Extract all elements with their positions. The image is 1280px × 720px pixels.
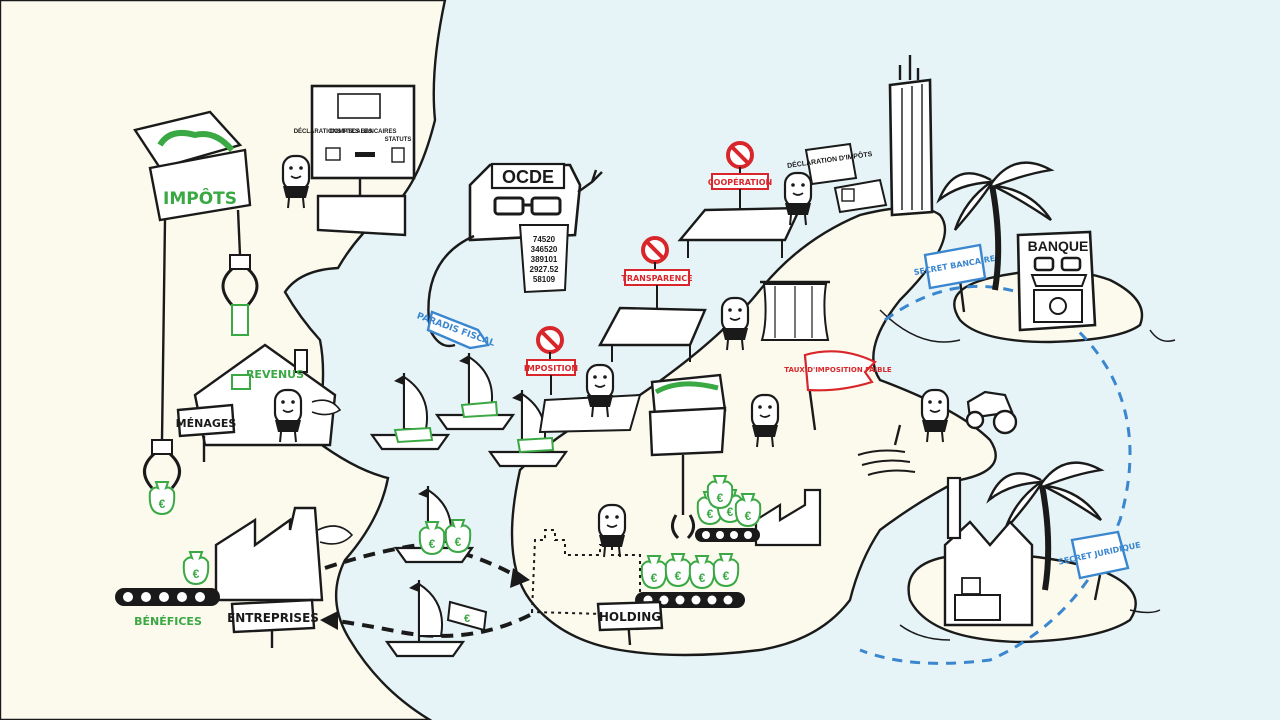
conveyor-belt-icon [115, 588, 220, 606]
factory-icon [754, 488, 822, 547]
scroll-line: 58109 [533, 275, 556, 284]
claw-icon [143, 439, 181, 515]
holding-label: HOLDING [599, 610, 661, 624]
legal-secrecy-sign: SECRET JURIDIQUE [1057, 530, 1141, 601]
taxation-sign: IMPOSITION [524, 326, 578, 395]
companies-sign: ENTREPRISES [227, 598, 319, 648]
profit-route-dashed [324, 542, 521, 580]
taxes-chest: IMPÔTS [133, 110, 252, 222]
return-route-dashed [329, 613, 531, 638]
companies-label: ENTREPRISES [227, 611, 319, 625]
svg-text:€: € [464, 613, 470, 625]
scroll-line: 389101 [531, 255, 558, 264]
scroll-line: 346520 [531, 245, 558, 254]
low-tax-rate-flag: TAUX D'IMPOSITION FAIBLE [784, 350, 892, 431]
cooperation-label: COOPÉRATION [708, 176, 772, 187]
oecd-label: OCDE [502, 167, 554, 187]
low-tax-rate-label: TAUX D'IMPOSITION FAIBLE [784, 366, 892, 374]
statutes-label: STATUTS [385, 137, 412, 143]
factory-icon [943, 476, 1034, 627]
sandcastle-icon [530, 529, 641, 617]
arrow-head-icon [510, 568, 530, 588]
scroll-line: 74520 [533, 235, 556, 244]
conveyor-belt-icon [695, 528, 760, 542]
profits-label: BÉNÉFICES [134, 615, 202, 628]
transparency-label: TRANSPARENCE [621, 274, 692, 283]
bank-accounts-label: COMPTES BANCAIRES [329, 129, 396, 135]
tractor-icon [965, 390, 1018, 435]
holding-sign: HOLDING [596, 600, 664, 646]
claw-cable [160, 219, 167, 441]
wave-line [899, 624, 951, 641]
households-label: MÉNAGES [176, 417, 237, 430]
bank-secrecy-sign: SECRET BANCAIRE [913, 243, 996, 313]
id-card-icon [833, 178, 888, 214]
bank-label: BANQUE [1028, 238, 1089, 254]
wave-line [1129, 609, 1161, 614]
wave-line [1149, 329, 1176, 342]
bank-safe-icon: BANQUE [1016, 230, 1097, 332]
income-label: REVENUS [246, 368, 304, 381]
scroll-line: 2927.52 [530, 265, 559, 274]
taxes-label: IMPÔTS [163, 187, 237, 209]
field-rows [857, 449, 916, 476]
euro-banner: € [446, 600, 488, 632]
shovel-icon [893, 424, 902, 446]
taxation-label: IMPOSITION [524, 364, 578, 373]
pier [597, 306, 707, 362]
skyscraper-icon [888, 55, 934, 217]
tax-returns-label: DÉCLARATIONS FISCALES [294, 127, 373, 135]
oecd-box: OCDE 74520 346520 389101 2927.52 58109 [427, 162, 603, 348]
factory-icon [214, 506, 354, 602]
households-sign: MÉNAGES [176, 403, 237, 462]
curtain-icon [760, 280, 830, 341]
cooperation-sign: COOPÉRATION [708, 141, 772, 210]
computer-monitor-icon: DÉCLARATIONS FISCALES COMPTES BANCAIRES … [294, 84, 416, 237]
money-pile [393, 400, 555, 555]
claw-icon [221, 254, 259, 336]
tax-return-document: DÉCLARATION D'IMPÔTS [786, 142, 873, 186]
claw-cable [236, 209, 242, 256]
conveyor-belt-icon [635, 592, 745, 608]
arrow-head-icon [320, 611, 338, 630]
transparency-sign: TRANSPARENCE [621, 236, 693, 308]
treasure-chest-icon [648, 373, 727, 540]
